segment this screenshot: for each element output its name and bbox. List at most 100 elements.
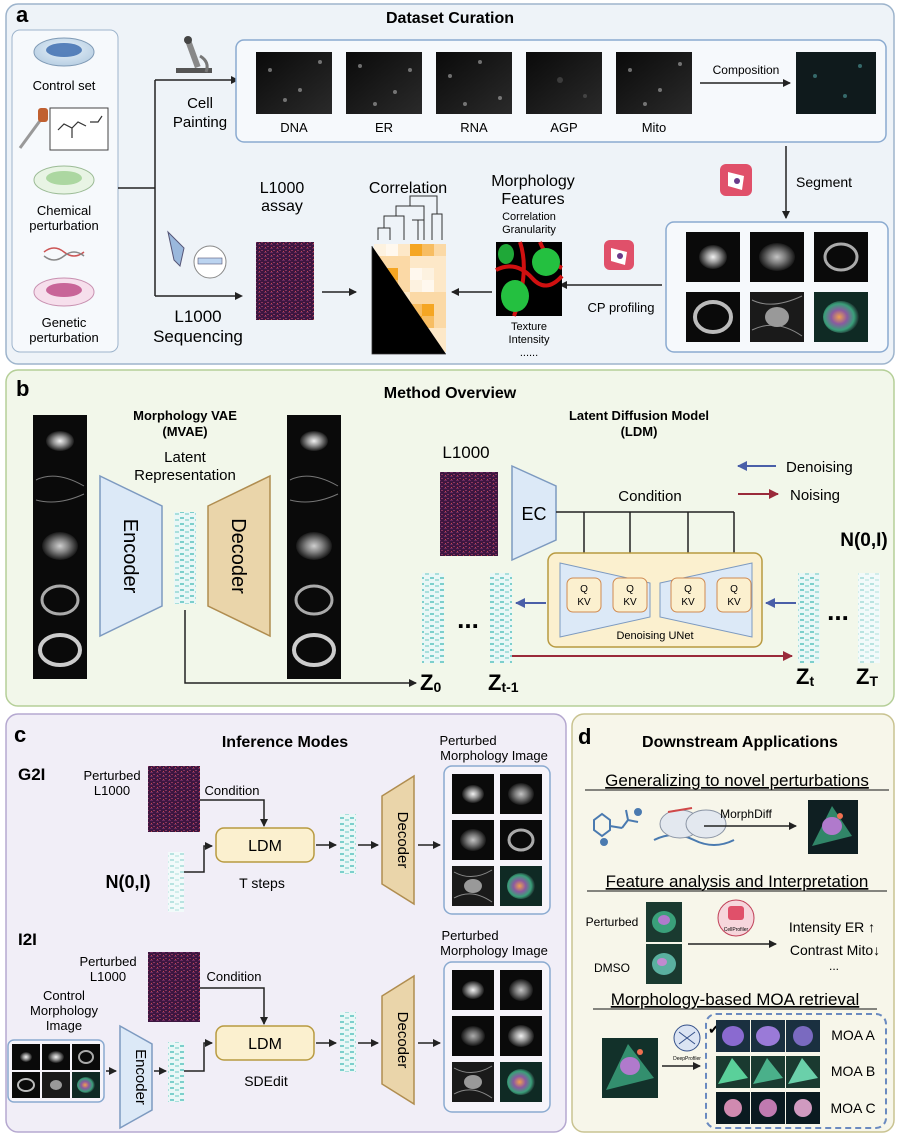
heatmap-cell [434,304,446,316]
latent-vector [174,512,196,604]
heatmap-cell [398,256,410,268]
latent-vector [340,1012,356,1072]
generated-cell-images [452,774,542,906]
petri-dish-icon [33,165,95,195]
cell-speckles [268,60,862,106]
channel-label-mito: Mito [642,120,667,135]
deepprofiler-icon: DeepProfiler [673,1024,701,1062]
heatmap-cell [410,244,422,256]
svg-text:KV: KV [577,597,591,608]
noise-label: N(0,I) [840,530,888,551]
heatmap-cell [410,268,422,280]
panel-b-letter: b [16,376,29,401]
cellprofiler-icon: CellProfiler [717,899,755,937]
heatmap-cell [434,292,446,304]
encoder-label: Encoder [132,1049,149,1105]
ldm-box [215,1025,315,1061]
decoder-label: Decoder [394,812,411,869]
attention-blocks [566,577,752,613]
encoder-label: Encoder [119,519,141,594]
output-cell-strip [287,415,341,679]
panel-b: b Method Overview Morphology VAE(MVAE) L… [5,369,895,707]
channel-label-rna: RNA [460,120,488,135]
unet-label: Denoising UNet [616,630,693,642]
query-cell-image [602,1038,658,1098]
channel-label-agp: AGP [550,120,577,135]
microscope-icon [176,36,212,73]
composite-image [796,52,876,114]
qkv-labels: QKV QKV QKV QKV [577,584,741,608]
ec-block [511,464,557,562]
subtitle-moa-retrieval: Morphology-based MOA retrieval [611,990,860,1009]
cp-profiling-label: CP profiling [588,300,655,315]
heatmap-cell [434,244,446,256]
generated-cell-image [808,800,858,854]
subtitle-generalizing: Generalizing to novel perturbations [605,771,869,790]
channel-image-mito [616,52,692,114]
heatmap-ticks [371,246,446,355]
latent-vector [168,1042,184,1102]
channel-label-dna: DNA [280,120,308,135]
heatmap-cell [422,304,434,316]
panel-c-title: Inference Modes [222,734,348,751]
moa-a-label: MOA A [831,1027,875,1043]
channel-image-rna [436,52,512,114]
left-item-control: Control set [33,78,96,93]
segmented-cell-image [814,232,868,282]
heatmap-cell [374,244,386,256]
sequencer-icon [653,807,735,846]
morphology-feature-image [495,241,564,317]
decoder-block [207,474,271,638]
panel-b-title: Method Overview [384,385,517,402]
panel-d: d Downstream Applications Generalizing t… [571,713,895,1133]
composition-label: Composition [713,63,780,77]
svg-text:Q: Q [626,584,634,595]
moa-b-label: MOA B [831,1063,875,1079]
pipette-tube-icon [167,230,227,279]
perturbed-label: Perturbed [586,915,639,929]
channel-image-er [346,52,422,114]
ellipsis-right: ... [827,596,849,626]
cell-profiling-icon [604,240,634,270]
dendrogram [377,195,443,240]
latent-z0 [422,573,444,663]
generated-cell-images [452,970,542,1102]
heatmap-cell [434,256,446,268]
segment-label: Segment [796,174,852,190]
panel-d-title: Downstream Applications [642,734,838,751]
moa-c-label: MOA C [830,1100,875,1116]
heatmap-cell [386,256,398,268]
channel-image-agp [526,52,602,114]
ldm-label: LDM [248,838,282,855]
correlation-title: Correlation [369,180,447,197]
panel-c-letter: c [14,722,26,747]
channel-images [256,52,876,114]
ec-label: EC [521,504,546,524]
decoder-block [381,774,415,906]
qkv-block [670,577,706,613]
panel-d-letter: d [578,724,591,749]
ldm-title: Latent Diffusion Model(LDM) [569,408,709,439]
qkv-block [612,577,648,613]
encoder-block [119,1024,153,1130]
svg-text:KV: KV [681,597,695,608]
ldm-label: LDM [248,1036,282,1053]
contrast-mito-label: Contrast Mito↓ [790,942,880,958]
latent-zT [858,573,880,663]
deepprofiler-text: DeepProfiler [673,1056,701,1062]
latent-zt [798,573,820,663]
l1000-label: L1000 [442,443,489,462]
petri-dish-icon [33,277,95,307]
qkv-block [716,577,752,613]
l1000-heatmap [440,472,498,556]
